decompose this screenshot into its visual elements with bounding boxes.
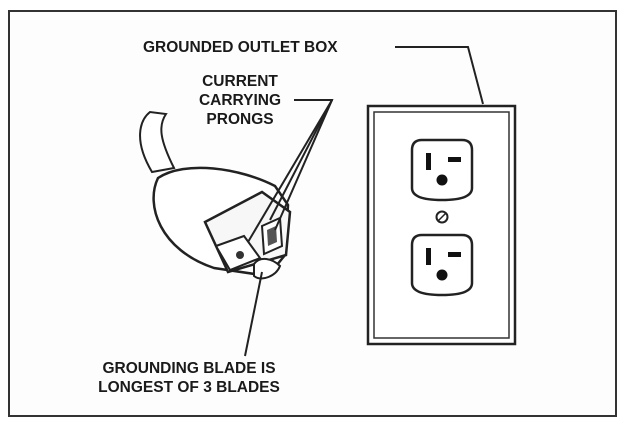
outlet-box-leader [395, 46, 484, 105]
prong-leader-mid [269, 99, 333, 221]
receptacle-lower [410, 233, 474, 297]
grounding-blade [253, 258, 282, 280]
screw [435, 210, 449, 224]
prongs-label: CURRENT CARRYING PRONGS [185, 72, 295, 129]
prongs-label-line2: CARRYING [198, 92, 282, 109]
prongs-label-line1: CURRENT [202, 73, 278, 90]
blade-label-line1: GROUNDING BLADE IS [102, 360, 276, 377]
blade-leader [244, 271, 263, 357]
blade-label-line2: LONGEST OF 3 BLADES [98, 379, 280, 396]
prongs-label-line3: PRONGS [206, 111, 274, 128]
prong-leader-lower [247, 99, 333, 243]
current-prong-lower [214, 234, 262, 272]
plug-cord [139, 110, 176, 174]
leader-lines [244, 46, 484, 357]
receptacle-upper [410, 138, 474, 202]
outlet-box-label: GROUNDED OUTLET BOX [143, 39, 338, 56]
grounding-blade-label: GROUNDING BLADE IS LONGEST OF 3 BLADES [64, 359, 314, 397]
